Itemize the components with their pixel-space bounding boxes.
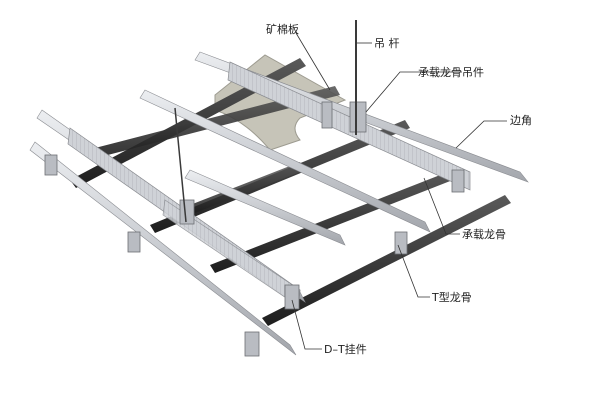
t-runner-1 (70, 58, 306, 188)
t-runners (70, 58, 511, 326)
leader-lines (291, 32, 507, 350)
label-dt-clip: D–T挂件 (324, 342, 367, 356)
t-runner-2 (95, 86, 340, 157)
leader-t-runner (397, 244, 430, 298)
dt-clip-5 (44, 154, 58, 176)
t-runner-6 (190, 162, 305, 213)
leader-dt-clip (291, 299, 322, 350)
leader-main-runner (423, 177, 460, 235)
hanger-clip-1 (349, 101, 367, 133)
dt-clip-4 (244, 331, 260, 357)
dt-clip-2 (394, 231, 408, 255)
cross-runner-4 (184, 169, 346, 246)
label-mineral-board: 矿棉板 (266, 22, 299, 36)
hanger-wire (174, 107, 187, 223)
label-t-runner: T型龙骨 (431, 290, 472, 304)
t-runner-5 (262, 195, 511, 326)
hanger-clip-3 (451, 169, 465, 193)
leader-main-runner-hanger (365, 71, 462, 113)
t-runner-4 (210, 168, 463, 273)
leader-edge-angle (455, 120, 507, 149)
hanger-clip-4 (179, 199, 195, 225)
cross-runner-3 (29, 141, 297, 356)
labels: 矿棉板 吊 杆 承载龙骨吊件 边角 承载龙骨 T型龙骨 D–T挂件 (266, 22, 532, 356)
label-hanger-rod: 吊 杆 (374, 36, 400, 50)
label-main-runner: 承载龙骨 (462, 228, 506, 241)
cross-runner-1 (139, 89, 431, 233)
dt-clip-3 (127, 231, 141, 253)
label-edge-angle: 边角 (510, 114, 532, 127)
hanger-clip-2 (321, 101, 333, 129)
hangers (44, 101, 465, 357)
leader-mineral-board (295, 32, 331, 91)
dt-clip-1 (284, 284, 300, 310)
label-main-runner-hanger: 承载龙骨吊件 (418, 66, 484, 79)
main-runner-1 (227, 61, 471, 191)
